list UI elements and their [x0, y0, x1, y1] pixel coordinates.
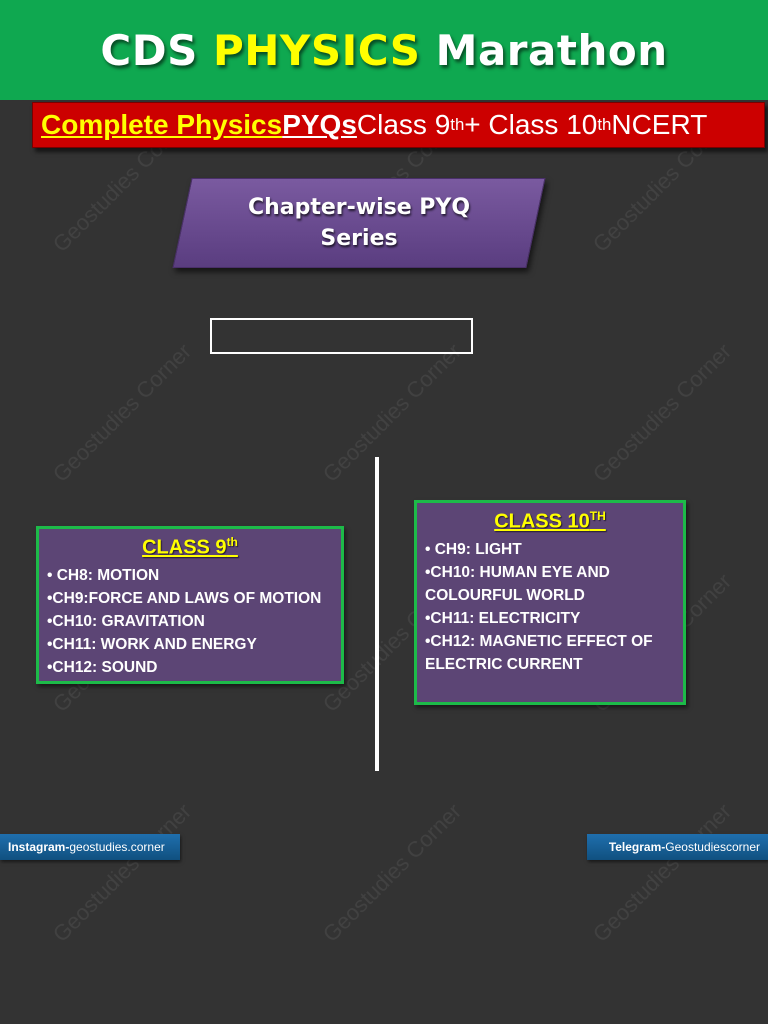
class-10-box: CLASS 10TH • CH9: LIGHT •CH10: HUMAN EYE… [414, 500, 686, 705]
class-9-chapter-list: • CH8: MOTION •CH9:FORCE AND LAWS OF MOT… [47, 564, 333, 679]
class-10-title-text: CLASS 10 [494, 510, 590, 533]
telegram-handle[interactable]: Telegram- Geostudiescorner [587, 834, 768, 860]
subtitle-ncert: NCERT [611, 109, 708, 140]
telegram-value: Geostudiescorner [665, 840, 760, 854]
class-10-chapter-list: • CH9: LIGHT •CH10: HUMAN EYE AND COLOUR… [425, 538, 675, 676]
chapter-item: •CH12: SOUND [47, 658, 158, 676]
instagram-value: geostudies.corner [69, 840, 165, 854]
class-10-title: CLASS 10TH [425, 509, 675, 534]
header-band: CDS PHYSICS Marathon [0, 0, 768, 100]
class-9-title-text: CLASS 9 [142, 536, 227, 559]
watermark-text: Geostudies Corner [47, 338, 197, 487]
class-10-title-sup: TH [589, 509, 606, 523]
watermark-text: Geostudies Corner [47, 798, 197, 947]
watermark-text: Geostudies Corner [587, 798, 737, 947]
title-part-cds: CDS [100, 25, 213, 75]
chapter-item: • CH9: LIGHT [425, 540, 522, 558]
subtitle-sup-th-1: th [450, 115, 465, 134]
subtitle-sup-th-2: th [597, 115, 612, 134]
series-banner-text: Chapter-wise PYQ Series [247, 195, 471, 251]
chapter-item: •CH11: ELECTRICITY [425, 609, 581, 627]
watermark-text: Geostudies Corner [317, 338, 467, 487]
subtitle-class10: + Class 10 [464, 109, 598, 140]
chapter-item: •CH10: HUMAN EYE AND COLOURFUL WORLD [425, 563, 610, 604]
chapter-item: •CH9:FORCE AND LAWS OF MOTION [47, 589, 322, 607]
series-banner: Chapter-wise PYQ Series [172, 178, 546, 268]
chapter-item: •CH12: MAGNETIC EFFECT OF ELECTRIC CURRE… [425, 632, 653, 673]
subtitle-complete-physics: Complete Physics [41, 109, 283, 140]
instagram-label: Instagram- [8, 840, 70, 854]
class-9-box: CLASS 9th • CH8: MOTION •CH9:FORCE AND L… [36, 526, 344, 684]
subtitle-pyqs: PYQs [282, 109, 357, 140]
watermark-text: Geostudies Corner [587, 338, 737, 487]
page-title: CDS PHYSICS Marathon [100, 26, 667, 75]
subtitle-class9: Class 9 [356, 109, 451, 140]
chapter-item: • CH8: MOTION [47, 566, 160, 584]
instagram-handle[interactable]: Instagram- geostudies.corner [0, 834, 180, 860]
watermark-text: Geostudies Corner [317, 798, 467, 947]
blank-outline-box [210, 318, 473, 354]
title-part-physics: PHYSICS [212, 25, 421, 75]
title-part-marathon: Marathon [420, 25, 668, 75]
vertical-divider [375, 457, 379, 771]
chapter-item: •CH11: WORK AND ENERGY [47, 635, 257, 653]
class-9-title-sup: th [226, 535, 238, 549]
class-9-title: CLASS 9th [47, 535, 333, 560]
telegram-label: Telegram- [608, 840, 666, 854]
chapter-item: •CH10: GRAVITATION [47, 612, 205, 630]
